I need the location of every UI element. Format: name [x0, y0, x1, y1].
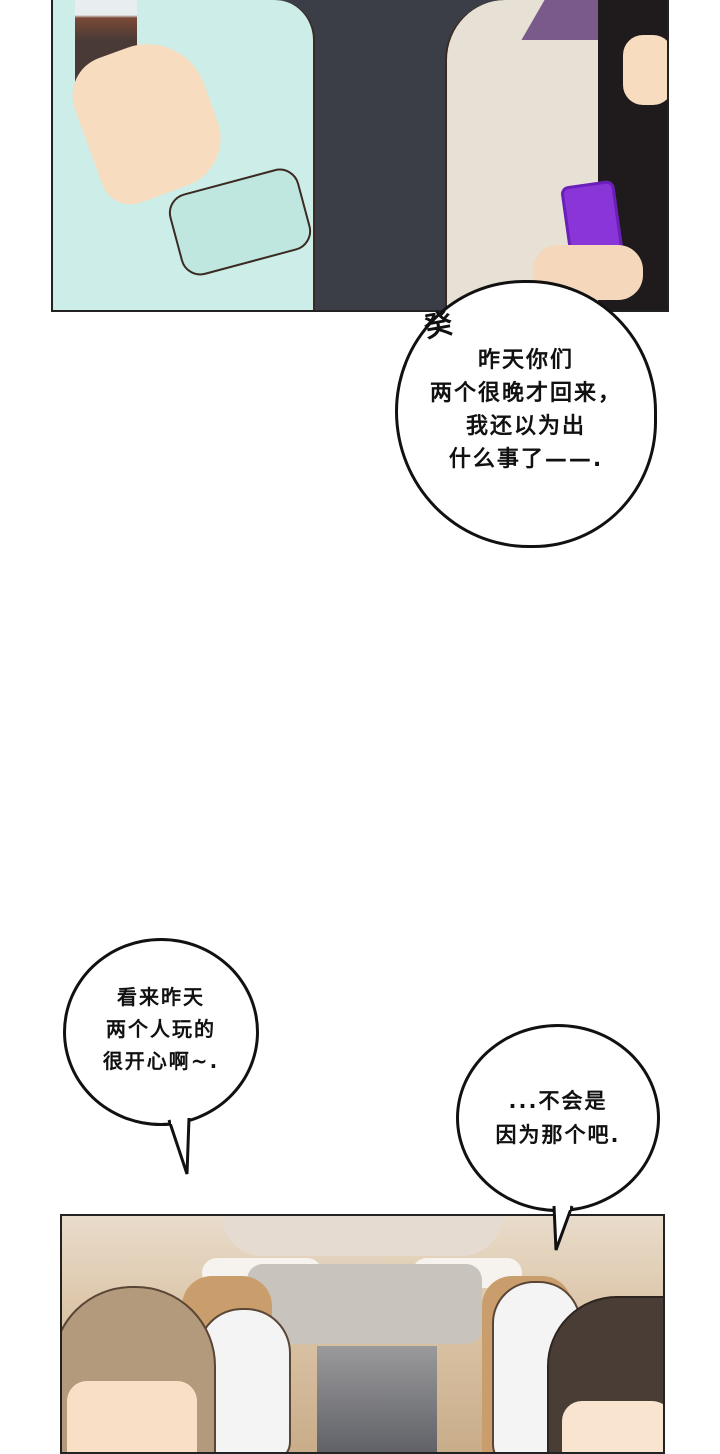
speech-bubble-3: ...不会是 因为那个吧.	[456, 1024, 660, 1212]
speech-bubble-2: 看来昨天 两个人玩的 很开心啊~.	[63, 938, 259, 1126]
comic-panel-bottom	[60, 1214, 665, 1454]
rearview-mirror	[247, 1264, 482, 1344]
center-console	[317, 1346, 437, 1452]
character-left-face	[67, 1381, 197, 1452]
right-person-hand-top	[623, 35, 667, 105]
speech-bubble-2-text: 看来昨天 两个人玩的 很开心啊~.	[102, 985, 220, 1073]
comic-panel-top	[51, 0, 669, 312]
character-right-face	[562, 1401, 663, 1452]
speech-bubble-1-text: 昨天你们 两个很晚才回来， 我还以为出 什么事了——.	[429, 348, 622, 472]
speech-bubble-2-tail	[167, 1118, 191, 1175]
speech-bubble-1: 昨天你们 两个很晚才回来， 我还以为出 什么事了——.	[395, 280, 657, 548]
car-headliner	[222, 1216, 502, 1256]
speech-bubble-3-text: ...不会是 因为那个吧.	[495, 1089, 621, 1147]
speech-bubble-3-tail	[552, 1204, 574, 1251]
